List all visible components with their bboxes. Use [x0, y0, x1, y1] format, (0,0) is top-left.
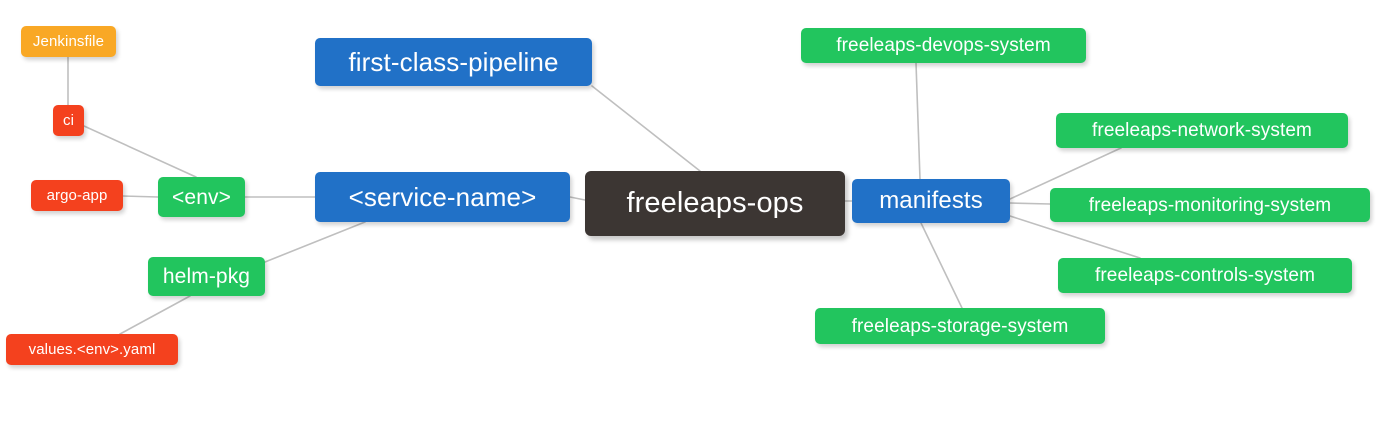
node-label: freeleaps-monitoring-system — [1088, 194, 1332, 216]
node-values-env-yaml[interactable]: values.<env>.yaml — [6, 334, 178, 365]
edge-env-to-argo-app — [122, 195, 159, 198]
node-label: freeleaps-network-system — [1092, 120, 1312, 141]
edge-freeleaps-ops-to-first-class-pipeline — [591, 85, 701, 172]
node-first-class-pipeline[interactable]: first-class-pipeline — [315, 38, 592, 86]
node-freeleaps-storage-system[interactable]: freeleaps-storage-system — [815, 308, 1105, 344]
node-label: argo-app — [46, 187, 108, 204]
node-service-name[interactable]: <service-name> — [315, 172, 570, 222]
node-freeleaps-devops-system[interactable]: freeleaps-devops-system — [801, 28, 1086, 63]
node-label: first-class-pipeline — [348, 47, 559, 77]
node-freeleaps-monitoring-system[interactable]: freeleaps-monitoring-system — [1050, 188, 1370, 222]
node-freeleaps-ops[interactable]: freeleaps-ops — [585, 171, 845, 236]
node-label: <service-name> — [348, 182, 537, 212]
node-freeleaps-controls-system[interactable]: freeleaps-controls-system — [1058, 258, 1352, 293]
node-freeleaps-network-system[interactable]: freeleaps-network-system — [1056, 113, 1348, 148]
node-label: <env> — [172, 185, 231, 209]
node-ci[interactable]: ci — [53, 105, 84, 136]
node-label: helm-pkg — [162, 265, 251, 288]
node-jenkinsfile[interactable]: Jenkinsfile — [21, 26, 116, 57]
node-label: Jenkinsfile — [32, 33, 105, 50]
edge-freeleaps-ops-to-service-name — [569, 196, 586, 201]
node-label: manifests — [879, 187, 983, 214]
node-label: freeleaps-controls-system — [1094, 265, 1316, 286]
node-label: freeleaps-ops — [626, 187, 804, 219]
node-manifests[interactable]: manifests — [852, 179, 1010, 223]
edge-env-to-ci — [83, 125, 197, 178]
edge-manifests-to-freeleaps-storage-system — [920, 222, 963, 309]
node-label: freeleaps-devops-system — [836, 35, 1051, 56]
edge-manifests-to-freeleaps-controls-system — [1009, 215, 1141, 259]
node-label: values.<env>.yaml — [28, 341, 156, 358]
node-env[interactable]: <env> — [158, 177, 245, 217]
node-argo-app[interactable]: argo-app — [31, 180, 123, 211]
node-label: ci — [62, 112, 75, 129]
edge-manifests-to-freeleaps-devops-system — [915, 62, 921, 180]
node-helm-pkg[interactable]: helm-pkg — [148, 257, 265, 296]
node-label: freeleaps-storage-system — [851, 315, 1069, 337]
edge-service-name-to-helm-pkg — [264, 221, 366, 263]
edge-helm-pkg-to-values-env-yaml — [119, 295, 191, 335]
edge-manifests-to-freeleaps-monitoring-system — [1009, 202, 1051, 205]
